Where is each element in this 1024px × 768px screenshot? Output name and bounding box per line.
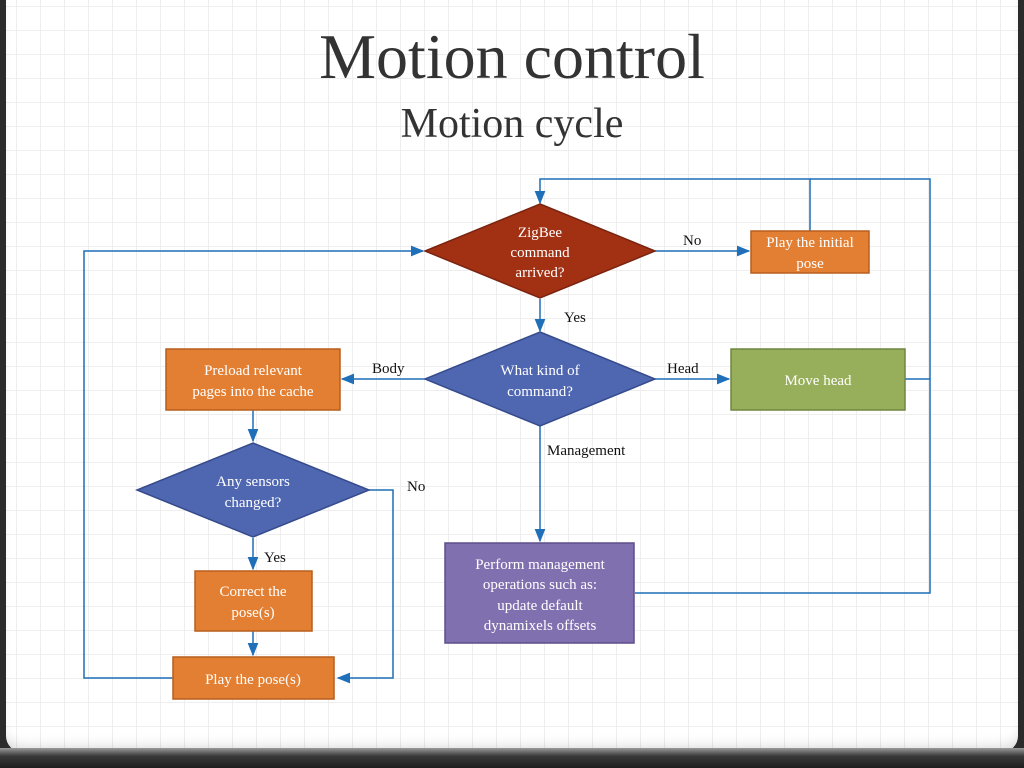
- label-kind-body: Body: [372, 361, 405, 377]
- edge-labels: No Yes Body Head Management No Yes: [264, 233, 701, 566]
- slide-title: Motion control: [319, 21, 705, 92]
- edge-management-return: [635, 379, 931, 594]
- management-ops-line-2: operations such as:: [483, 577, 597, 593]
- play-pose-label: Play the pose(s): [205, 672, 301, 688]
- management-ops-line-4: dynamixels offsets: [484, 618, 597, 634]
- decision-command-kind-line-1: What kind of: [500, 363, 579, 379]
- preload-pages-line-2: pages into the cache: [192, 384, 314, 400]
- label-sensors-no: No: [407, 479, 425, 495]
- play-initial-pose-line-2: pose: [796, 256, 824, 272]
- label-kind-management: Management: [547, 443, 626, 459]
- edge-sensors-no: [336, 489, 394, 684]
- process-preload-pages: Preload relevant pages into the cache: [165, 348, 341, 411]
- decision-command-kind-line-2: command?: [507, 384, 573, 400]
- decision-sensors-line-1: Any sensors: [216, 474, 290, 490]
- process-correct-pose: Correct the pose(s): [194, 570, 313, 632]
- label-kind-head: Head: [667, 361, 699, 377]
- process-move-head: Move head: [730, 348, 906, 411]
- decision-sensors-changed: Any sensors changed?: [135, 442, 371, 538]
- edge-play-pose-loop: [83, 245, 425, 679]
- edges: [83, 178, 931, 684]
- decision-zigbee-line-2: command: [510, 245, 570, 261]
- move-head-label: Move head: [784, 373, 852, 389]
- decision-zigbee-line-3: arrived?: [515, 265, 564, 281]
- label-sensors-yes: Yes: [264, 550, 286, 566]
- process-play-pose: Play the pose(s): [172, 656, 335, 700]
- decision-zigbee: ZigBee command arrived?: [423, 203, 657, 299]
- preload-pages-line-1: Preload relevant: [204, 363, 303, 379]
- decision-sensors-line-2: changed?: [225, 495, 282, 511]
- process-management-ops: Perform management operations such as: u…: [444, 542, 635, 644]
- decision-zigbee-line-1: ZigBee: [518, 225, 562, 241]
- correct-pose-line-1: Correct the: [219, 584, 286, 600]
- label-zigbee-yes: Yes: [564, 310, 586, 326]
- play-initial-pose-line-1: Play the initial: [766, 235, 854, 251]
- decision-command-kind: What kind of command?: [423, 331, 657, 427]
- process-play-initial-pose: Play the initial pose: [750, 230, 870, 274]
- edge-move-head-return: [810, 178, 931, 380]
- slide-subtitle: Motion cycle: [400, 101, 624, 147]
- edge-initial-pose-return: [534, 178, 811, 231]
- correct-pose-line-2: pose(s): [231, 605, 274, 621]
- management-ops-line-3: update default: [497, 598, 583, 614]
- label-zigbee-no: No: [683, 233, 701, 249]
- slide-bottom-shadow: [0, 748, 1024, 768]
- management-ops-line-1: Perform management: [475, 557, 605, 573]
